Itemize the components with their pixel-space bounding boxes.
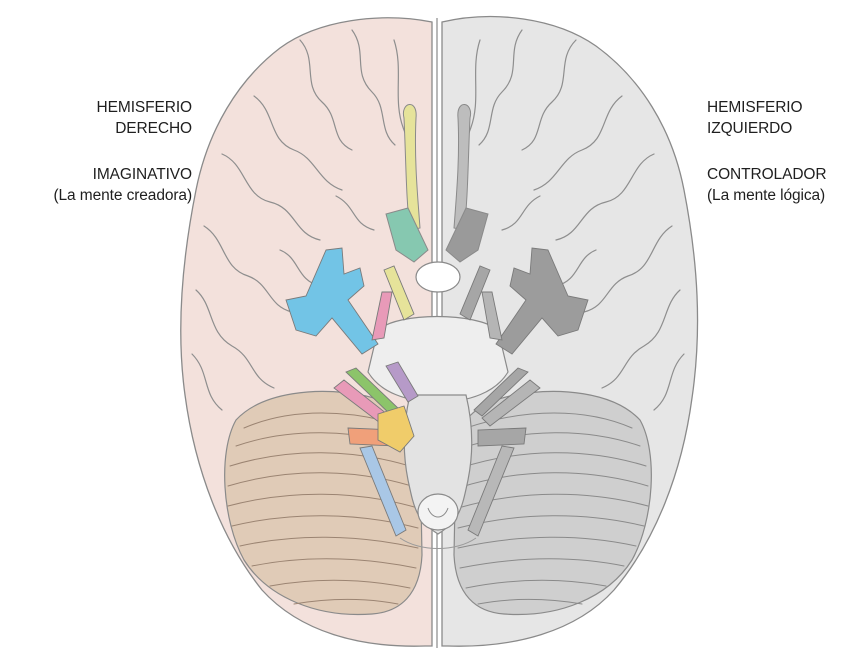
chiasm [416,262,460,292]
